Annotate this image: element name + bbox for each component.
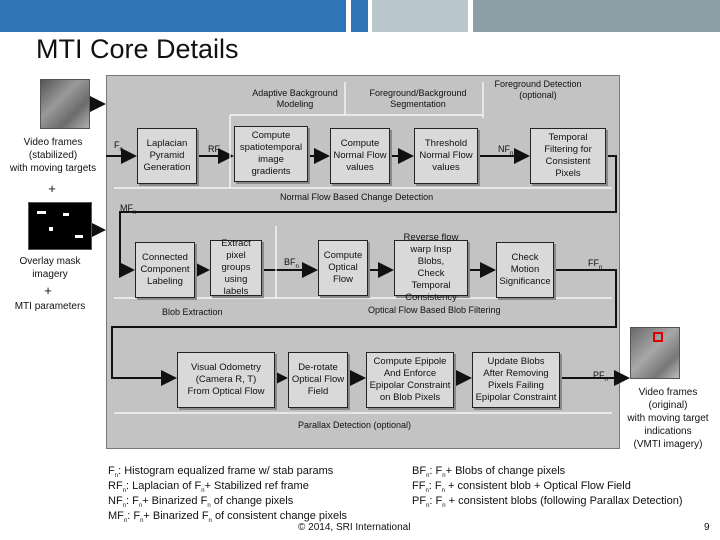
signal-bf: BFn xyxy=(284,257,299,270)
signal-mf: MFn xyxy=(120,203,137,216)
video-frames-stabilized-label: Video frames(stabilized)with moving targ… xyxy=(9,137,97,174)
signal-ff: FFn xyxy=(588,258,603,271)
slide-title: MTI Core Details xyxy=(36,34,239,64)
top-bar-gray xyxy=(473,0,720,32)
legend-rf: RFn: Laplacian of Fn+ Stabilized ref fra… xyxy=(108,480,309,494)
copyright-footer: © 2014, SRI International xyxy=(298,522,411,533)
top-bar-square xyxy=(351,0,368,32)
parallax-detection-label: Parallax Detection (optional) xyxy=(298,420,412,430)
page-number: 9 xyxy=(704,522,710,533)
optical-flow-blob-filtering-label: Optical Flow Based Blob Filtering xyxy=(368,305,501,315)
signal-f: Fn xyxy=(114,140,123,153)
plus-sign-2: + xyxy=(44,283,52,298)
output-frame-thumbnail xyxy=(630,327,680,379)
signal-pf: PFn xyxy=(593,370,608,383)
plus-sign: + xyxy=(48,181,56,196)
legend-f: Fn: Histogram equalized frame w/ stab pa… xyxy=(108,465,334,479)
legend-pf: PFn: Fn + consistent blobs (following Pa… xyxy=(412,495,683,509)
visual-odometry-box: Visual Odometry(Camera R, T)From Optical… xyxy=(177,352,275,408)
video-frames-original-label: Video frames(original)with moving target… xyxy=(627,387,709,450)
top-bar-blue xyxy=(0,0,346,32)
foreground-detection-label: Foreground Detection(optional) xyxy=(494,79,582,100)
input-frame-thumbnail xyxy=(40,79,90,129)
legend-mf: MFn: Fn+ Binarized Fn of consistent chan… xyxy=(108,510,348,524)
normal-flow-change-detection-label: Normal Flow Based Change Detection xyxy=(280,192,434,202)
blob-extraction-label: Blob Extraction xyxy=(162,307,223,317)
legend-ff: FFn: Fn + consistent blob + Optical Flow… xyxy=(412,480,631,494)
legend-nf: NFn: Fn+ Binarized Fn of change pixels xyxy=(108,495,294,509)
signal-rf: RFn xyxy=(208,144,224,157)
overlay-mask-thumbnail xyxy=(28,202,92,250)
top-bar-light xyxy=(372,0,468,32)
signal-nf: NFn xyxy=(498,144,514,157)
mti-parameters-label: MTI parameters xyxy=(14,301,86,312)
legend-bf: BFn: Fn+ Blobs of change pixels xyxy=(412,465,566,479)
